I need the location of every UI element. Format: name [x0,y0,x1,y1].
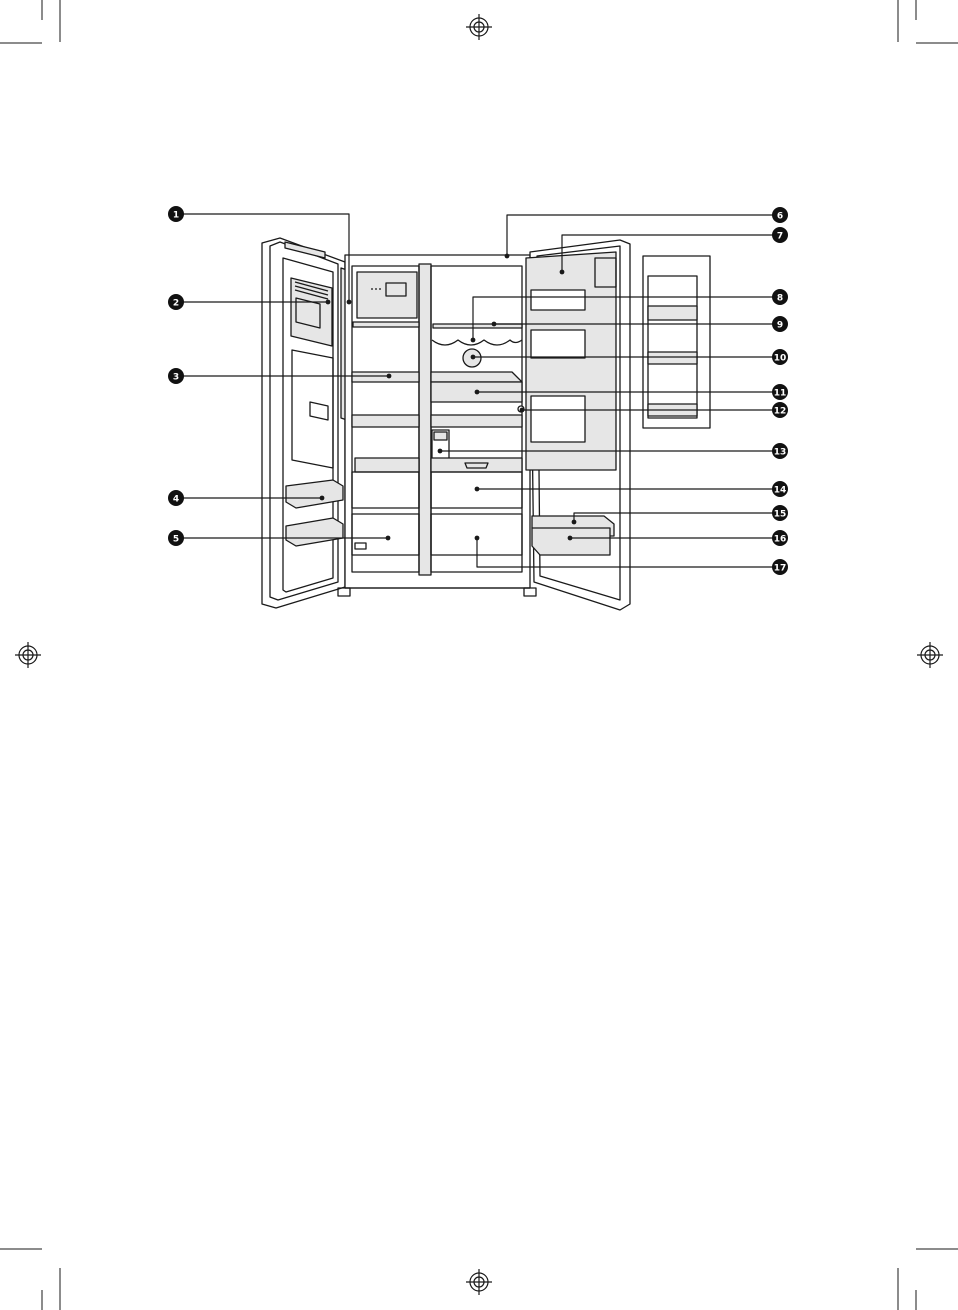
callout-label: 7 [777,232,783,242]
callout-13: 13 [772,443,788,459]
callout-2: 2 [168,294,184,310]
callout-16: 16 [772,530,788,546]
callout-12: 12 [772,402,788,418]
callout-15: 15 [772,505,788,521]
registration-mark-icon [466,1269,492,1295]
callout-5: 5 [168,530,184,546]
registration-mark-icon [917,642,943,668]
callout-label: 8 [777,294,783,304]
refrigerator-illustration [183,214,773,610]
door-bin-right [532,528,610,555]
callout-label: 15 [774,510,787,520]
callout-7: 7 [772,227,788,243]
callout-label: 13 [774,448,787,458]
callout-label: 1 [173,211,179,221]
registration-marks [15,14,943,1295]
callout-11: 11 [772,384,788,400]
callout-label: 4 [173,495,179,505]
callout-8: 8 [772,289,788,305]
dispenser [291,278,332,346]
door-inset-panel [643,256,710,428]
callout-label: 3 [173,373,179,383]
callout-label: 5 [173,535,179,545]
callout-9: 9 [772,316,788,332]
registration-mark-icon [15,642,41,668]
callout-6: 6 [772,207,788,223]
callout-label: 11 [774,389,787,399]
callout-label: 17 [774,564,787,574]
callout-label: 6 [777,212,783,222]
callout-label: 10 [774,354,787,364]
left-door [262,238,347,608]
callout-3: 3 [168,368,184,384]
callout-label: 16 [774,535,787,545]
callout-14: 14 [772,481,788,497]
callout-label: 9 [777,321,783,331]
callout-10: 10 [772,349,788,365]
callout-label: 14 [774,486,787,496]
callout-label: 12 [774,407,787,417]
registration-mark-icon [466,14,492,40]
right-door [526,240,630,610]
callout-1: 1 [168,206,184,222]
callout-label: 2 [173,299,179,309]
callout-4: 4 [168,490,184,506]
cabinet [338,255,536,596]
control-panel [357,272,417,318]
callout-17: 17 [772,559,788,575]
